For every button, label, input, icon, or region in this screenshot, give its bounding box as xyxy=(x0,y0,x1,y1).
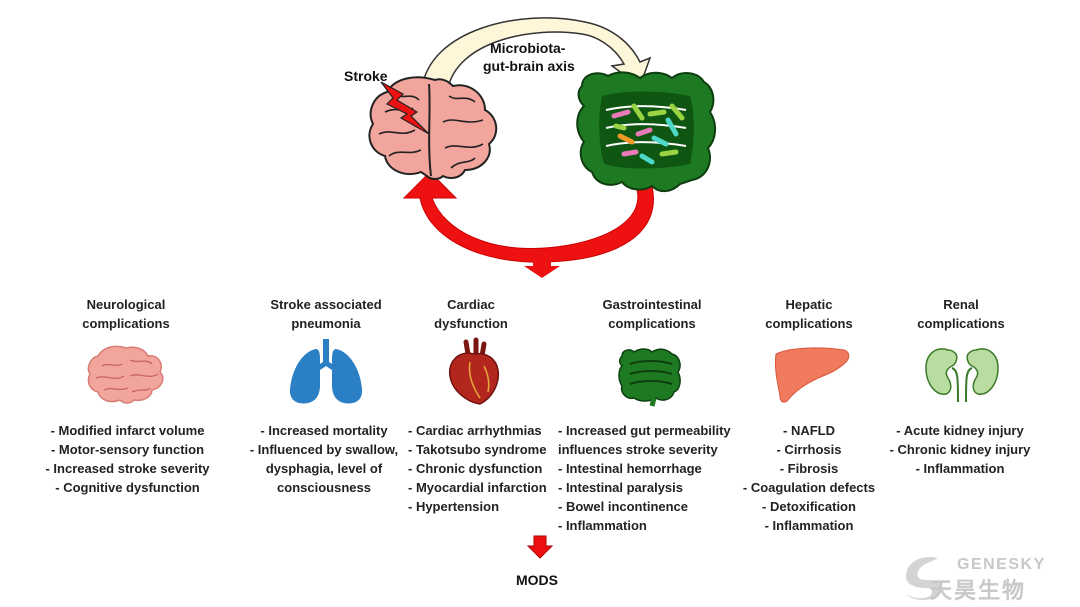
down-arrow-icon xyxy=(526,535,554,559)
lungs-icon xyxy=(289,339,363,404)
list-item: - Fibrosis xyxy=(779,461,839,476)
renal-list: - Acute kidney injury - Chronic kidney i… xyxy=(884,421,1036,478)
cardiac-list: - Cardiac arrhythmias - Takotsubo syndro… xyxy=(408,421,547,516)
list-item: - Motor-sensory function xyxy=(50,442,205,457)
list-item: - Intestinal hemorrhage xyxy=(558,461,702,476)
list-item: - Inflammation xyxy=(915,461,1005,476)
list-item: - NAFLD xyxy=(783,423,835,438)
list-item: - Acute kidney injury xyxy=(896,423,1024,438)
list-item: - Bowel incontinence xyxy=(558,499,689,514)
list-item: - Takotsubo syndrome xyxy=(408,442,547,457)
heart-icon xyxy=(449,337,500,405)
kidneys-icon xyxy=(925,348,999,403)
intestine-microbiota-icon xyxy=(576,71,716,192)
list-item: - Increased stroke severity xyxy=(45,461,210,476)
list-item: - Chronic dysfunction xyxy=(408,461,543,476)
list-item: - Inflammation xyxy=(764,518,854,533)
list-item: - Cognitive dysfunction xyxy=(55,480,200,495)
hepatic-list: - NAFLD - Cirrhosis - Fibrosis - Coagula… xyxy=(739,421,879,535)
gastrointestinal-list: - Increased gut permeability influences … xyxy=(558,421,731,535)
intestine-icon xyxy=(618,348,681,407)
mods-label: MODS xyxy=(516,572,558,588)
list-item: - Increased mortality xyxy=(260,423,388,438)
list-item: - Influenced by swallow, xyxy=(249,442,399,457)
list-item: influences stroke severity xyxy=(558,442,718,457)
list-item: - Cardiac arrhythmias xyxy=(408,423,542,438)
list-item: - Myocardial infarction xyxy=(408,480,547,495)
list-item: consciousness xyxy=(277,480,371,495)
liver-icon xyxy=(775,347,850,403)
axis-label-line1: Microbiota- xyxy=(490,40,566,56)
watermark-brand-en: GENESKY xyxy=(957,556,1046,573)
list-item: - Detoxification xyxy=(762,499,856,514)
list-item: - Modified infarct volume xyxy=(50,423,205,438)
neurological-list: - Modified infarct volume - Motor-sensor… xyxy=(30,421,225,497)
stroke-label: Stroke xyxy=(344,68,388,84)
axis-label-line2: gut-brain axis xyxy=(483,58,575,74)
list-item: - Cirrhosis xyxy=(776,442,842,457)
list-item: - Increased gut permeability xyxy=(558,423,731,438)
brain-icon xyxy=(87,345,164,404)
list-item: - Coagulation defects xyxy=(742,480,876,495)
list-item: - Intestinal paralysis xyxy=(558,480,683,495)
list-item: - Chronic kidney injury xyxy=(889,442,1031,457)
lightning-bolt-icon xyxy=(380,81,430,135)
genesky-logo-icon xyxy=(906,556,943,600)
list-item: - Hypertension xyxy=(408,499,500,514)
list-item: dysphagia, level of xyxy=(265,461,383,476)
watermark-brand-cn: 天昊生物 xyxy=(930,578,1027,603)
list-item: - Inflammation xyxy=(558,518,647,533)
pneumonia-list: - Increased mortality - Influenced by sw… xyxy=(226,421,422,497)
